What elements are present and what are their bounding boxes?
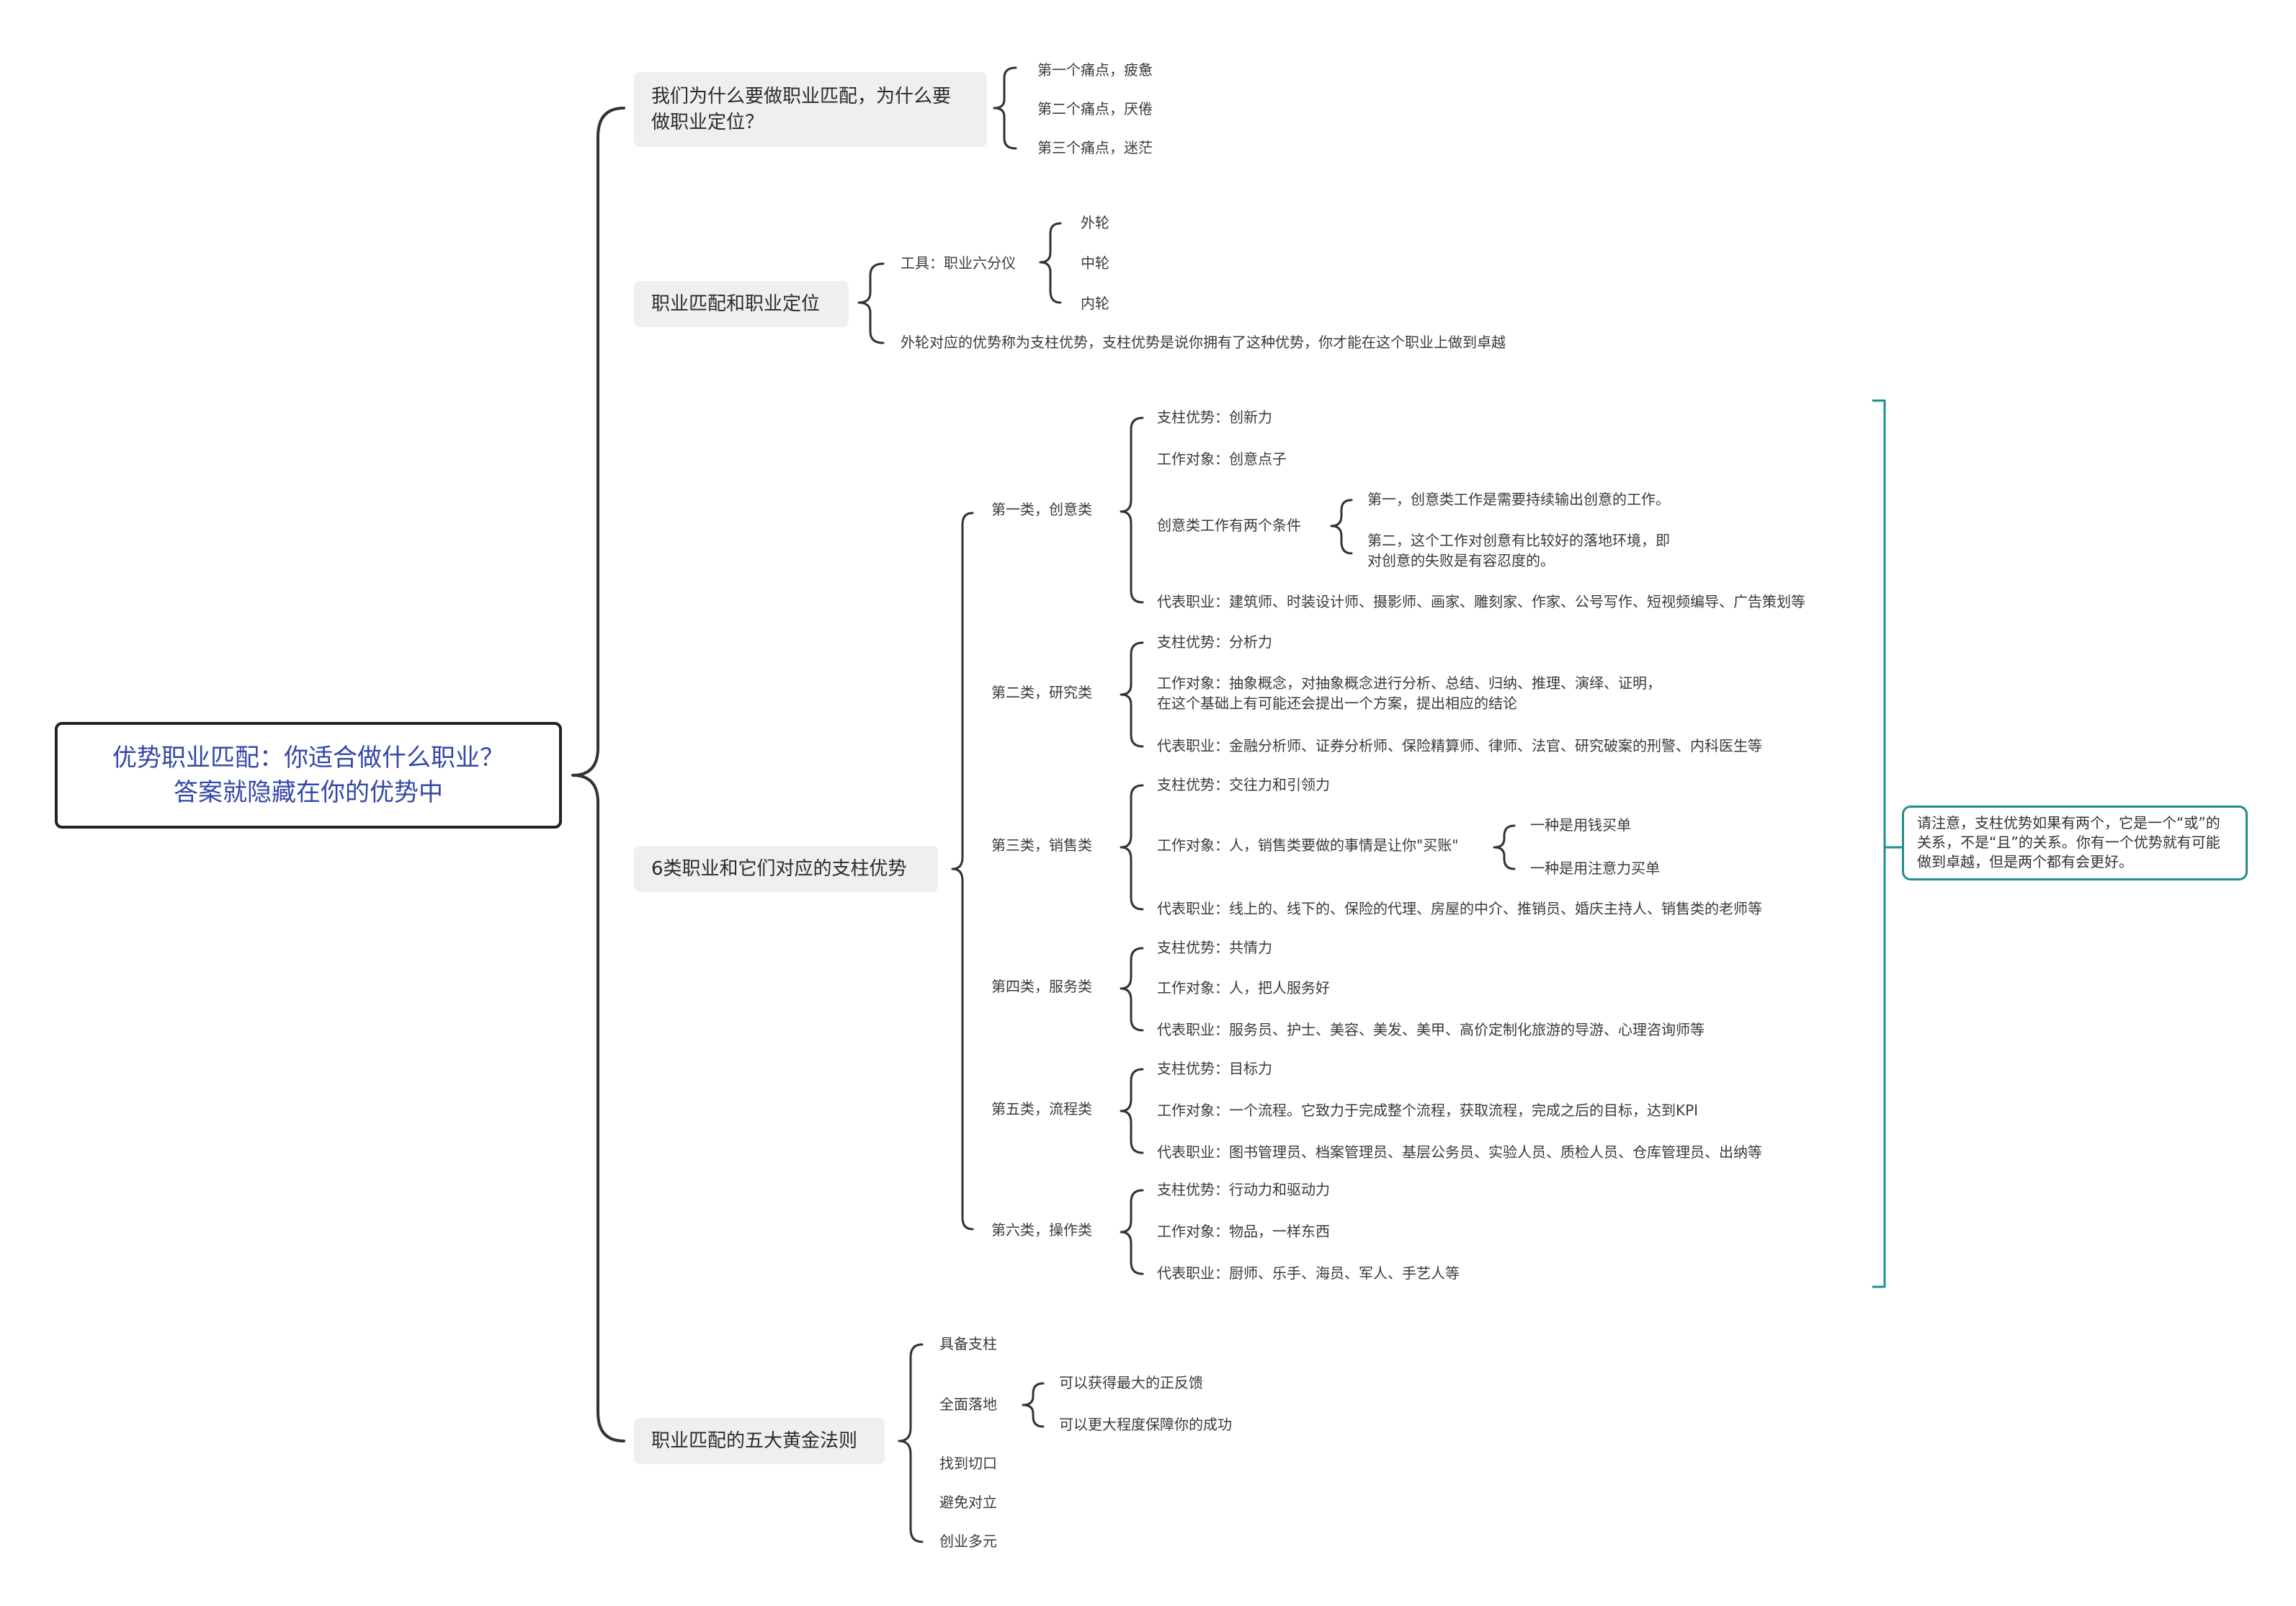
rule-sub-item[interactable]: 可以更大程度保障你的成功 bbox=[1059, 1416, 1232, 1433]
cat2-item[interactable]: 工作对象：抽象概念，对抽象概念进行分析、总结、归纳、推理、演绎、证明， 在这个基… bbox=[1157, 673, 1661, 713]
cat3-brace bbox=[1120, 784, 1144, 911]
cat2-item[interactable]: 支柱优势：分析力 bbox=[1157, 633, 1272, 651]
cat2-item[interactable]: 代表职业：金融分析师、证券分析师、保险精算师、律师、法官、研究破案的刑警、内科医… bbox=[1157, 737, 1762, 754]
rule-item[interactable]: 具备支柱 bbox=[939, 1335, 997, 1352]
branch2-brace bbox=[857, 262, 885, 344]
rule-item[interactable]: 找到切口 bbox=[939, 1455, 997, 1472]
tool-label[interactable]: 工具：职业六分仪 bbox=[901, 254, 1016, 272]
branch2-title: 职业匹配和职业定位 bbox=[651, 293, 821, 315]
condition-line: 对创意的失败是有容忍度的。 bbox=[1367, 552, 1555, 569]
branch1-item[interactable]: 第三个痛点，迷茫 bbox=[1037, 139, 1153, 156]
branch3-title: 6类职业和它们对应的支柱优势 bbox=[651, 858, 907, 880]
cat1-item[interactable]: 工作对象：创意点子 bbox=[1157, 450, 1287, 468]
wheel-item[interactable]: 内轮 bbox=[1081, 295, 1109, 312]
branch1-node[interactable]: 我们为什么要做职业匹配，为什么要 做职业定位？ bbox=[634, 72, 987, 147]
rule-item[interactable]: 创业多元 bbox=[939, 1533, 997, 1550]
branch1-item[interactable]: 第一个痛点，疲惫 bbox=[1037, 61, 1153, 79]
condition-item[interactable]: 第一，创意类工作是需要持续输出创意的工作。 bbox=[1367, 491, 1670, 508]
branch3-node[interactable]: 6类职业和它们对应的支柱优势 bbox=[634, 846, 938, 892]
conditions-brace bbox=[1330, 499, 1353, 555]
cat4-item[interactable]: 支柱优势：共情力 bbox=[1157, 939, 1272, 956]
category-label-service[interactable]: 第四类，服务类 bbox=[991, 978, 1092, 995]
cat4-item[interactable]: 代表职业：服务员、护士、美容、美发、美甲、高价定制化旅游的导游、心理咨询师等 bbox=[1157, 1021, 1705, 1038]
rule-sub-item[interactable]: 可以获得最大的正反馈 bbox=[1059, 1374, 1203, 1391]
branch1-item[interactable]: 第二个痛点，厌倦 bbox=[1037, 100, 1153, 117]
rule-item[interactable]: 避免对立 bbox=[939, 1494, 997, 1511]
rule-item[interactable]: 全面落地 bbox=[939, 1396, 997, 1413]
cat2-item-line: 工作对象：抽象概念，对抽象概念进行分析、总结、归纳、推理、演绎、证明， bbox=[1157, 674, 1661, 692]
callout-bracket bbox=[1872, 399, 1903, 1288]
cat5-item[interactable]: 支柱优势：目标力 bbox=[1157, 1060, 1272, 1077]
cat2-brace bbox=[1120, 641, 1144, 748]
branch4-node[interactable]: 职业匹配的五大黄金法则 bbox=[634, 1418, 885, 1464]
root-title-line2: 答案就隐藏在你的优势中 bbox=[174, 778, 443, 807]
branch4-brace bbox=[898, 1343, 924, 1543]
cat5-brace bbox=[1120, 1068, 1144, 1154]
cat3-sub-item[interactable]: 一种是用钱买单 bbox=[1530, 816, 1631, 834]
cat1-item[interactable]: 创意类工作有两个条件 bbox=[1157, 517, 1301, 534]
cat3-item[interactable]: 支柱优势：交往力和引领力 bbox=[1157, 776, 1330, 793]
cat3-sub-brace bbox=[1493, 824, 1516, 870]
branch1-title-line2: 做职业定位？ bbox=[651, 112, 764, 133]
cat6-brace bbox=[1120, 1189, 1144, 1275]
category-label-process[interactable]: 第五类，流程类 bbox=[991, 1100, 1092, 1117]
cat3-item[interactable]: 工作对象：人，销售类要做的事情是让你"买账" bbox=[1157, 837, 1459, 854]
category-label-sales[interactable]: 第三类，销售类 bbox=[991, 837, 1092, 854]
branch1-title-line1: 我们为什么要做职业匹配，为什么要 bbox=[651, 86, 952, 107]
cat4-item[interactable]: 工作对象：人，把人服务好 bbox=[1157, 979, 1330, 996]
cat1-item[interactable]: 代表职业：建筑师、时装设计师、摄影师、画家、雕刻家、作家、公号写作、短视频编导、… bbox=[1157, 593, 1805, 610]
category-label-creative[interactable]: 第一类，创意类 bbox=[991, 501, 1092, 518]
branch3-brace bbox=[951, 512, 974, 1231]
branch2-node[interactable]: 职业匹配和职业定位 bbox=[634, 281, 849, 327]
cat3-item[interactable]: 代表职业：线上的、线下的、保险的代理、房屋的中介、推销员、婚庆主持人、销售类的老… bbox=[1157, 900, 1762, 917]
cat3-sub-item[interactable]: 一种是用注意力买单 bbox=[1530, 860, 1660, 877]
cat2-item-line: 在这个基础上有可能还会提出一个方案，提出相应的结论 bbox=[1157, 695, 1517, 712]
callout-note[interactable]: 请注意，支柱优势如果有两个，它是一个“或”的关系，不是“且”的关系。你有一个优势… bbox=[1902, 806, 2248, 880]
category-label-research[interactable]: 第二类，研究类 bbox=[991, 684, 1092, 701]
wheels-brace bbox=[1039, 222, 1062, 304]
branch4-sub-brace bbox=[1022, 1382, 1045, 1428]
cat4-brace bbox=[1120, 947, 1144, 1032]
pillar-strength-note[interactable]: 外轮对应的优势称为支柱优势，支柱优势是说你拥有了这种优势，你才能在这个职业上做到… bbox=[901, 334, 1506, 351]
wheel-item[interactable]: 外轮 bbox=[1081, 214, 1109, 231]
cat5-item[interactable]: 代表职业：图书管理员、档案管理员、基层公务员、实验人员、质检人员、仓库管理员、出… bbox=[1157, 1143, 1762, 1161]
cat1-item[interactable]: 支柱优势：创新力 bbox=[1157, 409, 1272, 426]
branch1-brace bbox=[993, 66, 1017, 150]
cat5-item[interactable]: 工作对象：一个流程。它致力于完成整个流程，获取流程，完成之后的目标，达到KPI bbox=[1157, 1102, 1699, 1119]
condition-item[interactable]: 第二，这个工作对创意有比较好的落地环境，即 对创意的失败是有容忍度的。 bbox=[1367, 530, 1670, 571]
cat6-item[interactable]: 支柱优势：行动力和驱动力 bbox=[1157, 1181, 1330, 1198]
root-node[interactable]: 优势职业匹配：你适合做什么职业？ 答案就隐藏在你的优势中 bbox=[55, 722, 562, 829]
condition-line: 第二，这个工作对创意有比较好的落地环境，即 bbox=[1367, 532, 1670, 549]
category-label-operation[interactable]: 第六类，操作类 bbox=[991, 1221, 1092, 1239]
branch4-title: 职业匹配的五大黄金法则 bbox=[651, 1430, 858, 1452]
cat1-brace bbox=[1120, 416, 1144, 604]
cat6-item[interactable]: 工作对象：物品，一样东西 bbox=[1157, 1223, 1330, 1240]
root-brace bbox=[571, 107, 625, 1442]
root-title-line1: 优势职业匹配：你适合做什么职业？ bbox=[112, 744, 504, 772]
cat6-item[interactable]: 代表职业：厨师、乐手、海员、军人、手艺人等 bbox=[1157, 1264, 1460, 1282]
wheel-item[interactable]: 中轮 bbox=[1081, 254, 1109, 272]
